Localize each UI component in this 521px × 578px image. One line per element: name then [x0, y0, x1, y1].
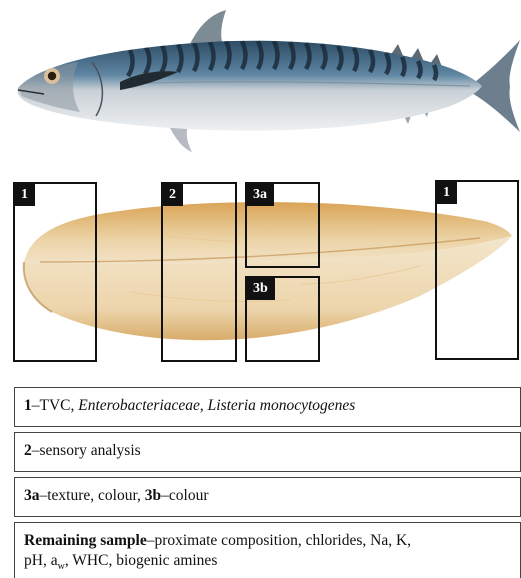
legend-label-1: 1 — [24, 397, 32, 414]
legend-dash-1: – — [32, 397, 40, 414]
region-tag-3b: 3b — [247, 278, 275, 300]
legend-text-listeria: Listeria monocytogenes — [208, 397, 356, 414]
legend-text-3b: colour — [169, 487, 209, 504]
region-box-1-head: 1 — [13, 182, 97, 362]
region-box-3b: 3b — [245, 276, 320, 362]
region-box-3a: 3a — [245, 182, 320, 268]
legend-row-1: 1–TVC, Enterobacteriaceae, Listeria mono… — [14, 387, 521, 427]
legend-text-whc: , WHC, biogenic amines — [65, 552, 218, 569]
region-box-2: 2 — [161, 182, 237, 362]
legend-row-3: 3a–texture, colour, 3b–colour — [14, 477, 521, 517]
legend-label-remaining: Remaining sample — [24, 532, 147, 549]
legend-label-3b: 3b — [145, 487, 161, 504]
legend-sep: , — [200, 397, 208, 414]
legend-dash-2: – — [32, 442, 40, 459]
legend-text-tvc: TVC, — [40, 397, 79, 414]
legend-row-2: 2–sensory analysis — [14, 432, 521, 472]
legend-text-sensory: sensory analysis — [40, 442, 141, 459]
region-tag-3a: 3a — [247, 184, 274, 206]
legend-label-3a: 3a — [24, 487, 40, 504]
legend-text-proximate: proximate composition, chlorides, Na, K, — [154, 532, 411, 549]
legend-dash-3b: – — [161, 487, 169, 504]
legend-label-2: 2 — [24, 442, 32, 459]
region-box-1-tail: 1 — [435, 180, 519, 360]
region-tag-1: 1 — [15, 184, 35, 206]
legend-text-enterobacteriaceae: Enterobacteriaceae — [78, 397, 200, 414]
legend-text-3a: texture, colour, — [47, 487, 145, 504]
legend-text-aw-sub: w — [58, 561, 65, 572]
legend-text-ph: pH, a — [24, 552, 58, 569]
legend-row-4: Remaining sample–proximate composition, … — [14, 522, 521, 578]
region-tag-1-tail: 1 — [437, 182, 457, 204]
region-tag-2: 2 — [163, 184, 183, 206]
